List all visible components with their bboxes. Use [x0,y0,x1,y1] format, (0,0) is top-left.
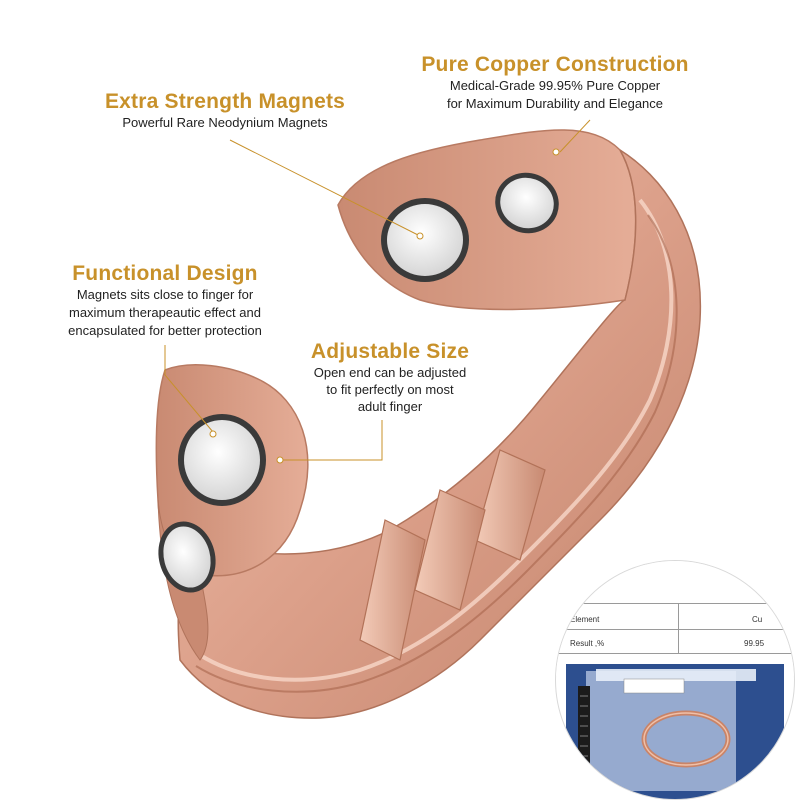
leader-copper [559,119,591,153]
feature-desc-line: Open end can be adjusted [313,365,467,380]
leader-magnets [229,139,421,237]
feature-title: Extra Strength Magnets [104,90,346,113]
certificate-result-value: 99.95 [744,639,765,648]
packaged-ring-photo [566,664,784,799]
certificate-element-label: Element [570,615,600,624]
feature-extra-strength-magnets: Extra Strength Magnets Powerful Rare Neo… [70,90,380,132]
feature-desc-line: adult finger [357,399,423,414]
certificate-code: 2008 [562,591,580,600]
feature-desc-line: Powerful Rare Neodynium Magnets [122,115,328,130]
certificate-table: 2008 Element Cu Result ,% 99.95 [556,561,794,676]
feature-desc-line: maximum therapeautic effect and [69,305,261,320]
feature-desc-line: Magnets sits close to finger for [76,287,254,302]
certificate-element-value: Cu [752,615,763,624]
feature-adjustable-size: Adjustable Size Open end can be adjusted… [285,340,495,415]
feature-desc-line: Medical-Grade 99.95% Pure Copper [449,78,661,93]
feature-title: Functional Design [72,262,258,285]
ring-outer-band [177,149,702,719]
ring-twist-2 [414,489,486,611]
feature-desc-line: for Maximum Durability and Elegance [446,96,664,111]
feature-title: Pure Copper Construction [421,53,689,76]
leader-adjustable [280,420,383,461]
ring-twist-3 [359,519,426,661]
feature-functional-design: Functional Design Magnets sits close to … [30,262,300,340]
feature-desc-line: encapsulated for better protection [68,323,262,338]
certificate-inset: 2008 Element Cu Result ,% 99.95 [555,560,795,800]
feature-desc-line: to fit perfectly on most [326,382,454,397]
feature-pure-copper-construction: Pure Copper Construction Medical-Grade 9… [390,53,720,113]
leader-functional [164,345,214,433]
certificate-result-label: Result ,% [570,639,605,648]
feature-title: Adjustable Size [310,340,470,363]
